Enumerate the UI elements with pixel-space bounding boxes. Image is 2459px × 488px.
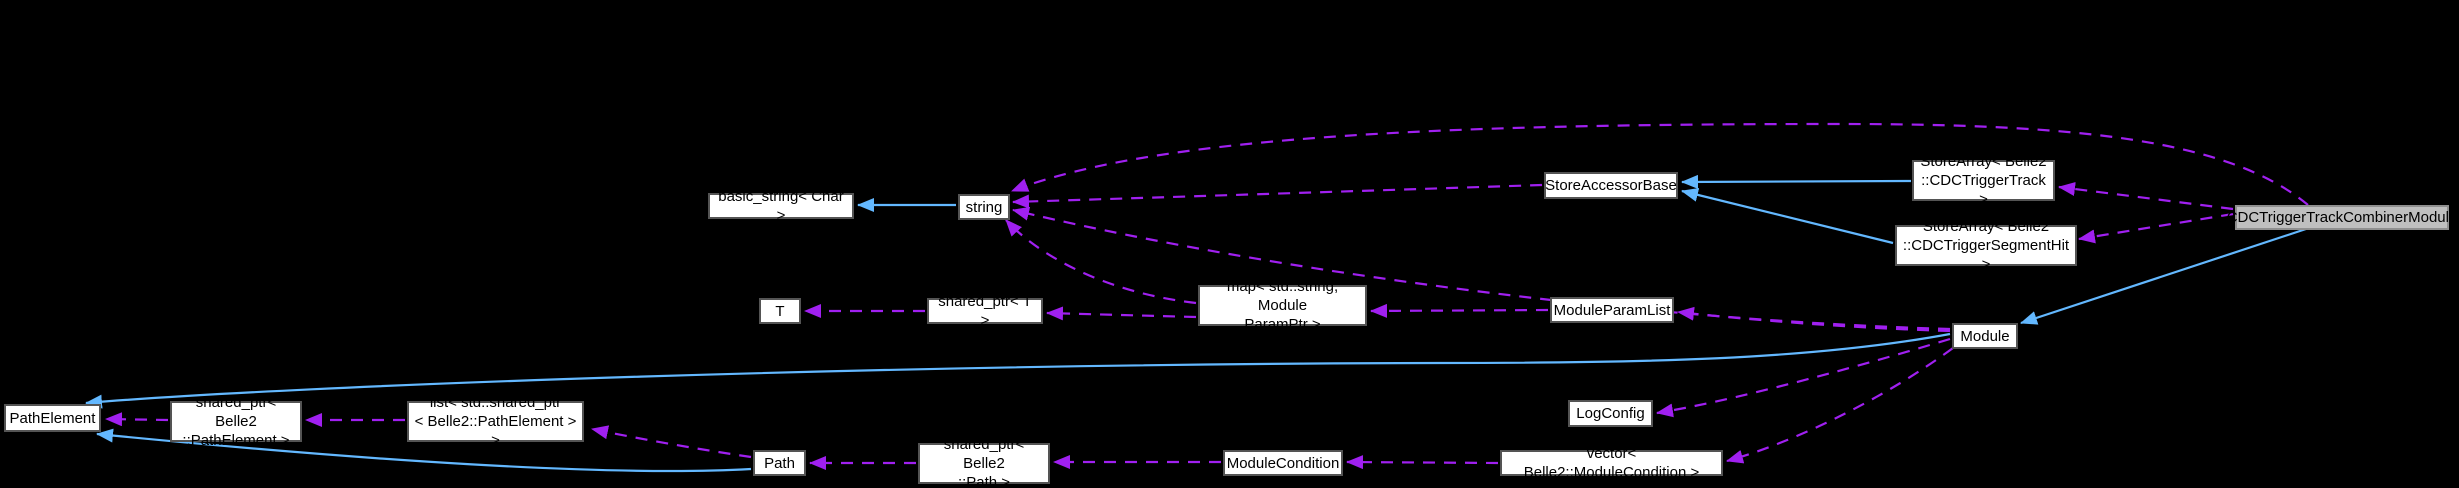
node-path-element[interactable]: PathElement — [4, 404, 101, 432]
node-store-accessor-base[interactable]: StoreAccessorBase — [1544, 172, 1678, 199]
edge-module-to-logconfig — [1656, 337, 1951, 418]
node-store-array-cdc-trigger-segment-hit[interactable]: StoreArray< Belle2 ::CDCTriggerSegmentHi… — [1895, 218, 2077, 273]
edge-storearray-track-to-storeaccessorbase — [1681, 174, 1912, 189]
node-vector-module-condition[interactable]: vector< Belle2::ModuleCondition > — [1500, 445, 1723, 481]
node-module-condition[interactable]: ModuleCondition — [1223, 450, 1343, 476]
edge-map-to-sharedptr-t — [1046, 306, 1197, 321]
node-cdc-trigger-track-combiner-module[interactable]: CDCTriggerTrackCombinerModule — [2227, 205, 2457, 230]
node-list-shared-ptr-path-element[interactable]: list< std::shared_ptr < Belle2::PathElem… — [407, 394, 584, 449]
edge-vector-modulecondition-to-modulecondition — [1346, 455, 1499, 470]
node-shared-ptr-path[interactable]: shared_ptr< Belle2 ::Path > — [918, 436, 1050, 488]
edge-module-to-vector-modulecondition — [1726, 347, 1954, 464]
edge-storeaccessorbase-to-string — [1012, 183, 1543, 209]
node-path[interactable]: Path — [753, 450, 806, 476]
node-module[interactable]: Module — [1952, 323, 2018, 349]
edge-path-to-list — [591, 425, 752, 459]
edge-storearray-segmenthit-to-storeaccessorbase — [1681, 188, 1894, 245]
node-store-array-cdc-trigger-track[interactable]: StoreArray< Belle2 ::CDCTriggerTrack > — [1912, 153, 2055, 208]
node-t[interactable]: T — [759, 298, 801, 324]
edge-cdctriggertrackcombinermodule-to-string — [1011, 122, 2309, 206]
node-shared-ptr-path-element[interactable]: shared_ptr< Belle2 ::PathElement > — [170, 394, 302, 449]
node-basic-string-char[interactable]: basic_string< Char > — [708, 188, 854, 224]
edge-cdctriggertrackcombinermodule-to-module — [2020, 227, 2307, 325]
edge-path-to-pathelement — [96, 428, 752, 473]
node-string[interactable]: string — [958, 194, 1010, 220]
node-module-param-list[interactable]: ModuleParamList — [1550, 297, 1674, 323]
edge-module-to-moduleparamlist — [1677, 306, 1951, 333]
edge-module-to-string — [1012, 206, 1951, 331]
edge-module-to-pathelement — [85, 332, 1951, 409]
node-map-string-module-param-ptr[interactable]: map< std::string, Module ParamPtr > — [1198, 278, 1367, 333]
edge-cdctriggertrackcombinermodule-to-storearray-segmenthit — [2078, 212, 2234, 244]
edge-moduleparamlist-to-map — [1370, 303, 1549, 318]
edge-cdctriggertrackcombinermodule-to-storearray-track — [2058, 182, 2234, 211]
edge-map-to-string — [1005, 219, 1197, 305]
node-log-config[interactable]: LogConfig — [1568, 400, 1653, 427]
edge-sharedptr-pathelement-to-pathelement — [105, 412, 169, 427]
node-shared-ptr-t[interactable]: shared_ptr< T > — [927, 293, 1043, 329]
